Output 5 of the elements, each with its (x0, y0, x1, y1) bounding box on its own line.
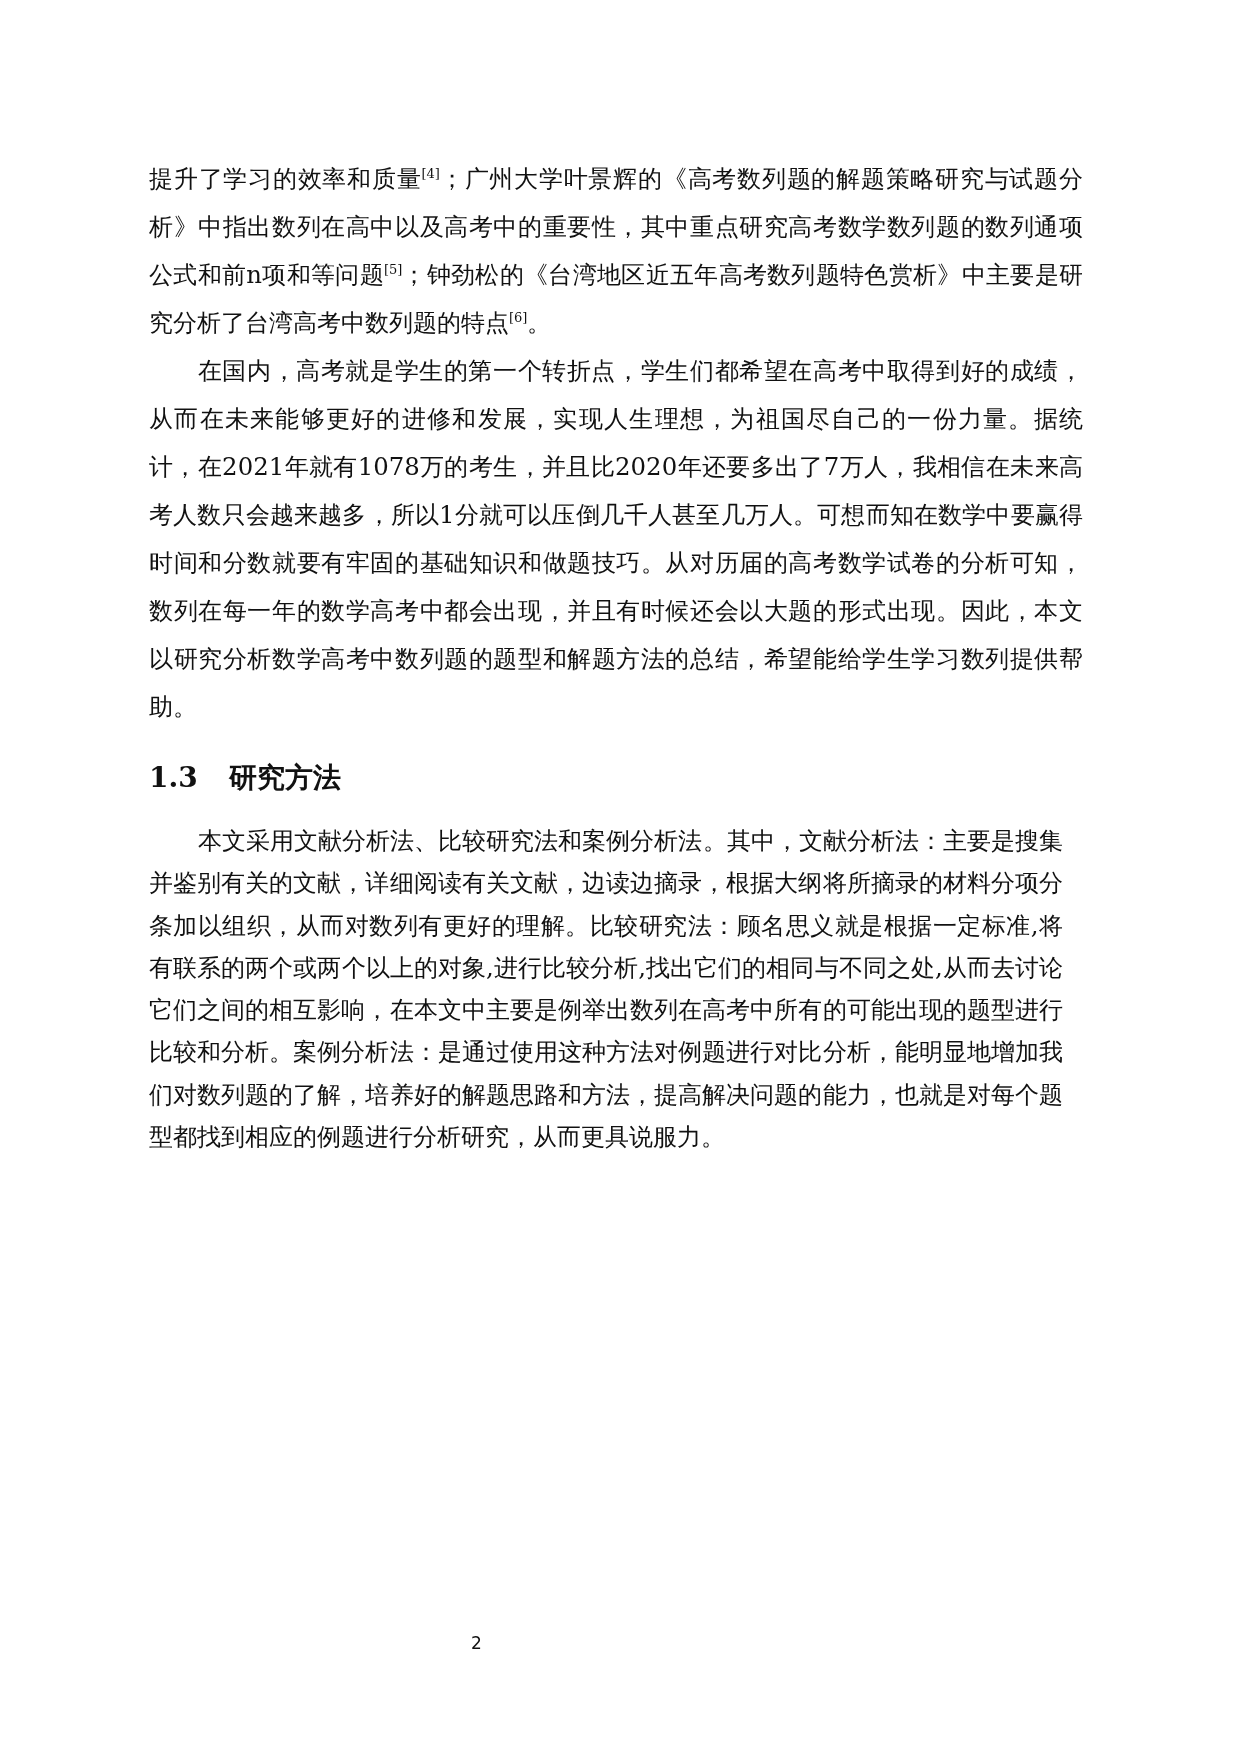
paragraph: 提升了学习的效率和质量$^{[4]}$；广州大学叶景辉的《高考数列题的解题策略研究与试题分析》中指出数列在高中以及高考中的重要性，其中重点研究高考数学数列题的数列通项公式和前n项和等问题$^{[5]}$；钟劲松的《台湾地区近五年高考数列题特色赏析》中主要是研究分析了台湾高考中数列题的特点$^{[6]}$。 (149, 163, 1083, 339)
paragraph: 本文采用文献分析法、比较研究法和案例分析法。其中，文献分析法：主要是搜集并鉴别有关的文献，详细阅读有关文献，边读边摘录，根据大纲将所摘录的材料分项分条加以组织，从而对数列有更好的理解。比较研究法：顾名思义就是根据一定标准,将有联系的两个或两个以上的对象,进行比较分析,找出它们的相同与不同之处,从而去讨论它们之间的相互影响，在本文中主要是例举出数列在高考中所有的可能出现的题型进行比较和分析。案例分析法：是通过使用这种方法对例题进行对比分析，能明显地增加我们对数列题的了解，培养好的解题思路和方法，提高解决问题的能力，也就是对每个题型都找到相应的例题进行分析研究，从而更具说服力。 (149, 825, 1063, 1154)
section-heading: 1.3 研究方法 (149, 760, 342, 796)
paragraph: 在国内，高考就是学生的第一个转折点，学生们都希望在高考中取得到好的成绩，从而在未来能够更好的进修和发展，实现人生理想，为祖国尽自己的一份力量。据统计，在2021年就有1078万的考生，并且比2020年还要多出了7万人，我相信在未来高考人数只会越来越多，所以1分就可以压倒几千人甚至几万人。可想而知在数学中要赢得时间和分数就要有牢固的基础知识和做题技巧。从对历届的高考数学试卷的分析可知，数列在每一年的数学高考中都会出现，并且有时候还会以大题的形式出现。因此，本文以研究分析数学高考中数列题的题型和解题方法的总结，希望能给学生学习数列提供帮助。 (149, 355, 1083, 723)
page-number: 2 (471, 1632, 482, 1654)
